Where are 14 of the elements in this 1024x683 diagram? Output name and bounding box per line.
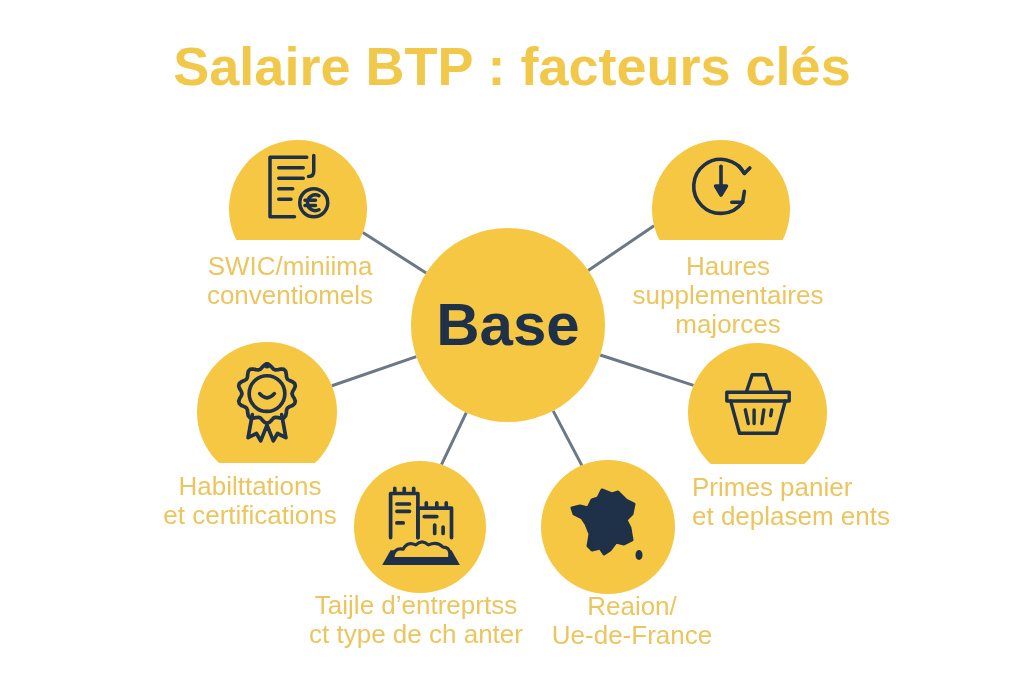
connector-line [587, 224, 655, 272]
caption-text: Haures supplementaires majorces [632, 252, 824, 339]
caption-text: Taijle d’entreprtss ct type de ch anter [309, 591, 523, 649]
connector-line [551, 410, 584, 467]
node-label: Base [436, 295, 580, 355]
caption-text: Habilttations et certifications [163, 472, 337, 530]
title: Salaire BTP : facteurs clés [173, 35, 851, 98]
connector-line [331, 355, 417, 388]
connector-line [440, 411, 468, 466]
connector-line [362, 231, 427, 275]
caption-text: Reaion/ Ue-de-France [551, 592, 713, 650]
caption-text: Primes panier et deplasem ents [692, 473, 890, 531]
caption-text: SWIC/miniima conventiomels [206, 252, 374, 310]
connector-line [599, 353, 694, 387]
